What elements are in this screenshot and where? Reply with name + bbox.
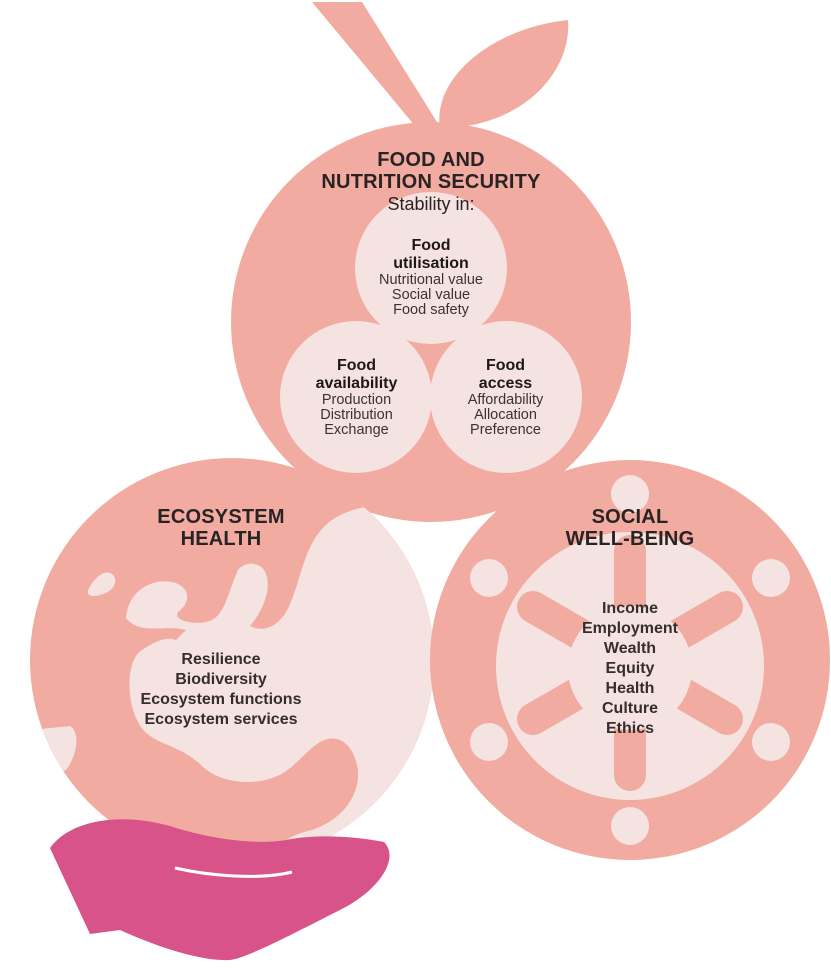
ecosystem-item: Resilience [181, 651, 261, 668]
utilisation-title-line2: utilisation [393, 255, 469, 272]
utilisation-circle [355, 192, 507, 344]
access-title-line1: Food [485, 357, 526, 374]
social-item: Income [601, 600, 658, 617]
food-access: Food access Affordability Allocation Pre… [439, 357, 572, 438]
food-title: FOOD AND NUTRITION SECURITY Stability in… [316, 149, 546, 215]
globe-icon [30, 458, 434, 862]
utilisation-item: Social value [391, 287, 471, 303]
hand-icon [50, 819, 390, 961]
access-item: Affordability [467, 392, 544, 408]
access-item: Allocation [474, 407, 537, 423]
apple-stem [312, 2, 442, 132]
social-item: Employment [581, 620, 678, 637]
people-circle-icon [430, 460, 830, 860]
food-subtitle: Stability in: [387, 194, 475, 214]
access-circle [430, 321, 582, 473]
social-title-line1: SOCIAL [591, 506, 669, 528]
access-title-line2: access [478, 375, 533, 392]
social-item: Wealth [603, 640, 657, 657]
access-item: Preference [470, 422, 541, 438]
ecosystem-item: Biodiversity [175, 671, 267, 688]
social-item: Equity [605, 660, 655, 677]
ecosystem-title-line1: ECOSYSTEM [157, 506, 285, 528]
availability-title-line1: Food [336, 357, 377, 374]
availability-title-line2: availability [315, 375, 398, 392]
social-item: Culture [602, 700, 658, 717]
island [87, 572, 116, 596]
apple-leaf [439, 20, 569, 128]
utilisation-title-line1: Food [411, 237, 451, 254]
ecosystem-title: ECOSYSTEM HEALTH [141, 506, 301, 550]
availability-circle [280, 321, 432, 473]
utilisation-item: Nutritional value [379, 272, 483, 288]
social-item: Health [605, 680, 655, 697]
social-title-line2: WELL-BEING [565, 528, 695, 550]
availability-item: Distribution [320, 407, 393, 423]
food-utilisation: Food utilisation Nutritional value Socia… [361, 237, 501, 318]
ecosystem-list: Resilience Biodiversity Ecosystem functi… [116, 650, 326, 730]
social-title: SOCIAL WELL-BEING [545, 506, 715, 550]
social-item: Ethics [605, 720, 654, 737]
food-circles [280, 192, 582, 473]
continent-main [126, 505, 434, 862]
utilisation-item: Food safety [393, 302, 469, 318]
availability-item: Production [321, 392, 392, 408]
availability-item: Exchange [324, 422, 389, 438]
ecosystem-item: Ecosystem services [144, 711, 298, 728]
food-title-line2: NUTRITION SECURITY [321, 171, 541, 193]
food-title-line1: FOOD AND [377, 149, 485, 171]
social-list: Income Employment Wealth Equity Health C… [560, 599, 700, 739]
ecosystem-item: Ecosystem functions [140, 691, 302, 708]
food-availability: Food availability Production Distributio… [290, 357, 423, 438]
ecosystem-title-line2: HEALTH [180, 528, 262, 550]
